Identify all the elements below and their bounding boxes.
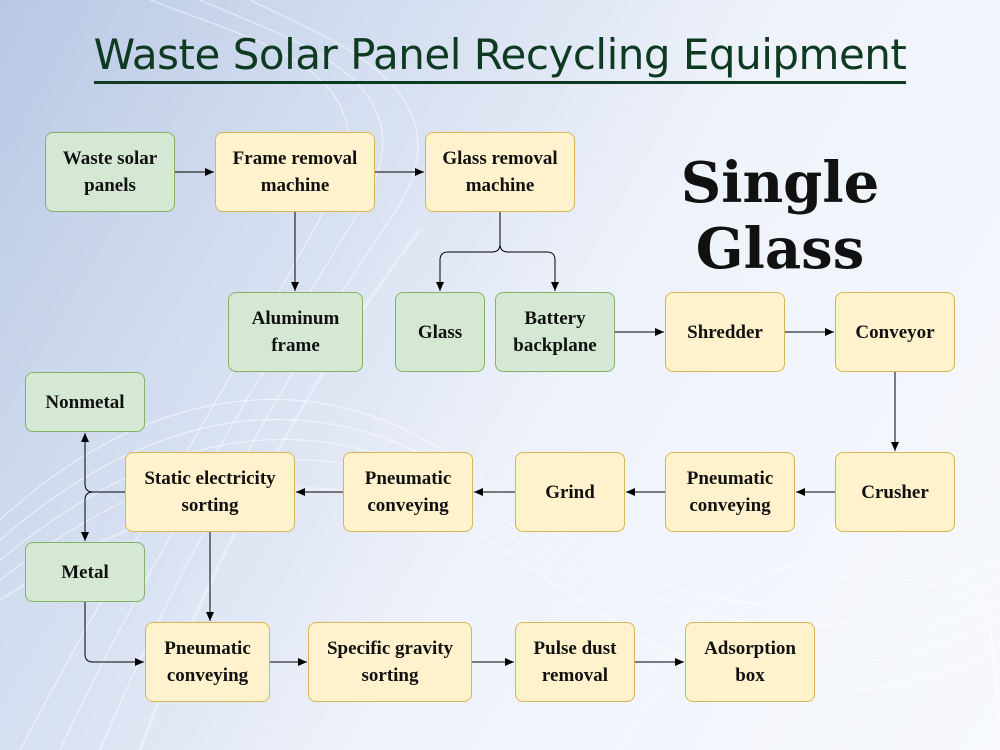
node-waste-solar-panels: Waste solar panels (45, 132, 175, 212)
node-aluminum-frame: Aluminum frame (228, 292, 363, 372)
node-frame-removal-machine: Frame removal machine (215, 132, 375, 212)
node-adsorption-box: Adsorption box (685, 622, 815, 702)
diagram-subtitle: Single Glass (680, 150, 880, 282)
node-crusher: Crusher (835, 452, 955, 532)
edge-metal-to-pneumatic-3 (84, 602, 144, 666)
node-conveyor: Conveyor (835, 292, 955, 372)
node-battery-backplane: Battery backplane (495, 292, 615, 372)
edge-static-to-nonmetal (81, 433, 125, 493)
node-shredder: Shredder (665, 292, 785, 372)
node-pneumatic-conveying-3: Pneumatic conveying (145, 622, 270, 702)
node-static-electricity-sorting: Static electricity sorting (125, 452, 295, 532)
edge-static-to-metal (81, 491, 125, 541)
node-nonmetal: Nonmetal (25, 372, 145, 432)
node-pulse-dust-removal: Pulse dust removal (515, 622, 635, 702)
node-specific-gravity-sorting: Specific gravity sorting (308, 622, 472, 702)
node-metal: Metal (25, 542, 145, 602)
node-pneumatic-conveying-1: Pneumatic conveying (665, 452, 795, 532)
node-glass: Glass (395, 292, 485, 372)
edge-glass-removal-to-glass (436, 212, 501, 291)
node-pneumatic-conveying-2: Pneumatic conveying (343, 452, 473, 532)
node-grind: Grind (515, 452, 625, 532)
page-title: Waste Solar Panel Recycling Equipment (0, 30, 1000, 84)
edge-glass-removal-to-backplane (499, 212, 559, 291)
node-glass-removal-machine: Glass removal machine (425, 132, 575, 212)
